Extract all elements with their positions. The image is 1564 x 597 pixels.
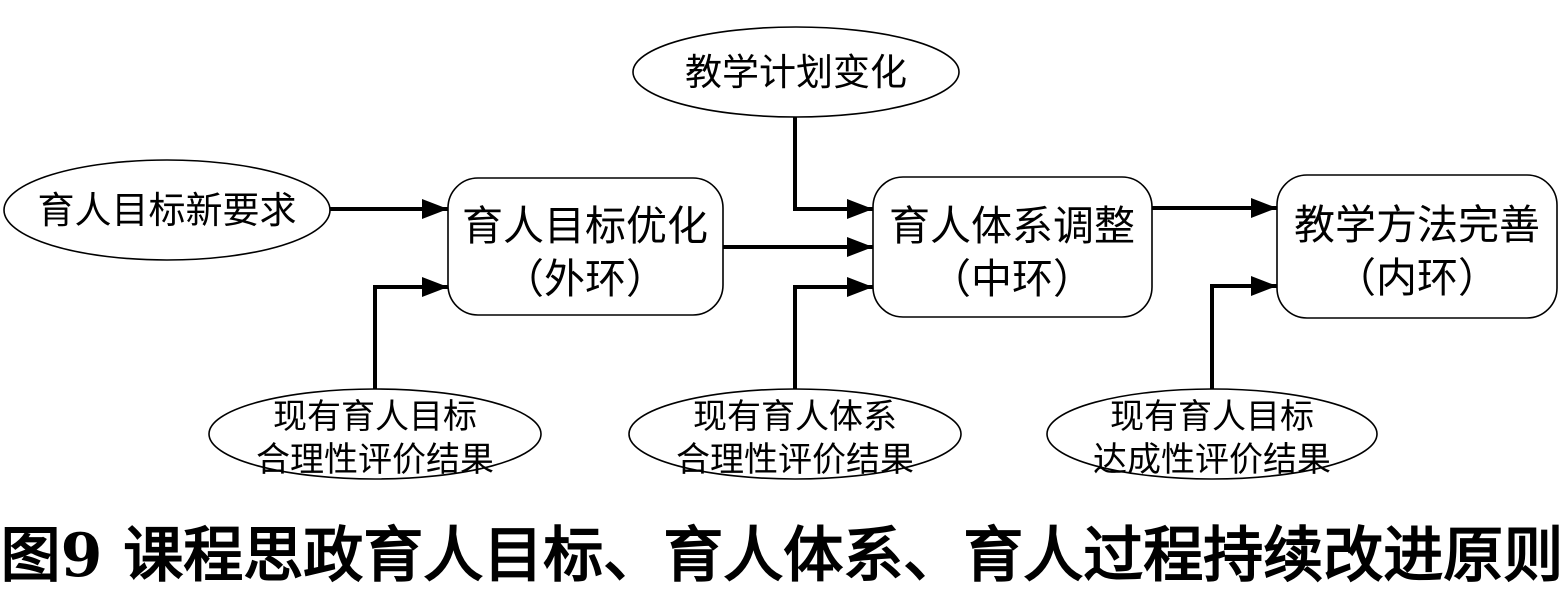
arrow-top-input-to-middle-box (793, 115, 873, 219)
arrow-eval-middle-to-middle-box (793, 277, 873, 390)
arrow-eval-left-to-outer-box (373, 277, 448, 390)
arrow-eval-right-to-inner-box (1210, 276, 1277, 390)
outer-box-label-line1: 育人目标优化 (462, 203, 708, 249)
box-method-improvement-inner-loop (1276, 174, 1558, 319)
figure-caption: 图9 课程思政育人目标、育人体系、育人过程持续改进原则 (1, 521, 1564, 591)
eval-middle-label-line2: 合理性评价结果 (676, 441, 914, 479)
ellipse-teaching-plan-change (632, 26, 960, 118)
ellipse-eval-system-rationality (628, 388, 962, 480)
middle-box-label-line1: 育人体系调整 (889, 203, 1135, 249)
top-input-label: 教学计划变化 (685, 52, 907, 93)
ellipse-new-goal-requirements (3, 159, 331, 261)
ellipse-eval-goal-rationality (208, 388, 542, 480)
outer-box-label-line2: （外环） (503, 256, 667, 302)
box-goal-optimization-outer-loop (447, 177, 724, 316)
box-system-adjustment-middle-loop (872, 176, 1153, 318)
eval-middle-label-line1: 现有育人体系 (693, 398, 897, 436)
eval-right-label-line2: 达成性评价结果 (1093, 441, 1331, 479)
ellipse-eval-goal-achievement (1046, 388, 1378, 480)
middle-box-label-line2: （中环） (930, 256, 1094, 302)
eval-left-label-line2: 合理性评价结果 (256, 441, 494, 479)
inner-box-label-line2: （内环） (1335, 255, 1499, 301)
eval-left-label-line1: 现有育人目标 (273, 398, 477, 436)
eval-right-label-line1: 现有育人目标 (1110, 398, 1314, 436)
left-input-label: 育人目标新要求 (38, 190, 297, 231)
inner-box-label-line1: 教学方法完善 (1294, 202, 1540, 248)
